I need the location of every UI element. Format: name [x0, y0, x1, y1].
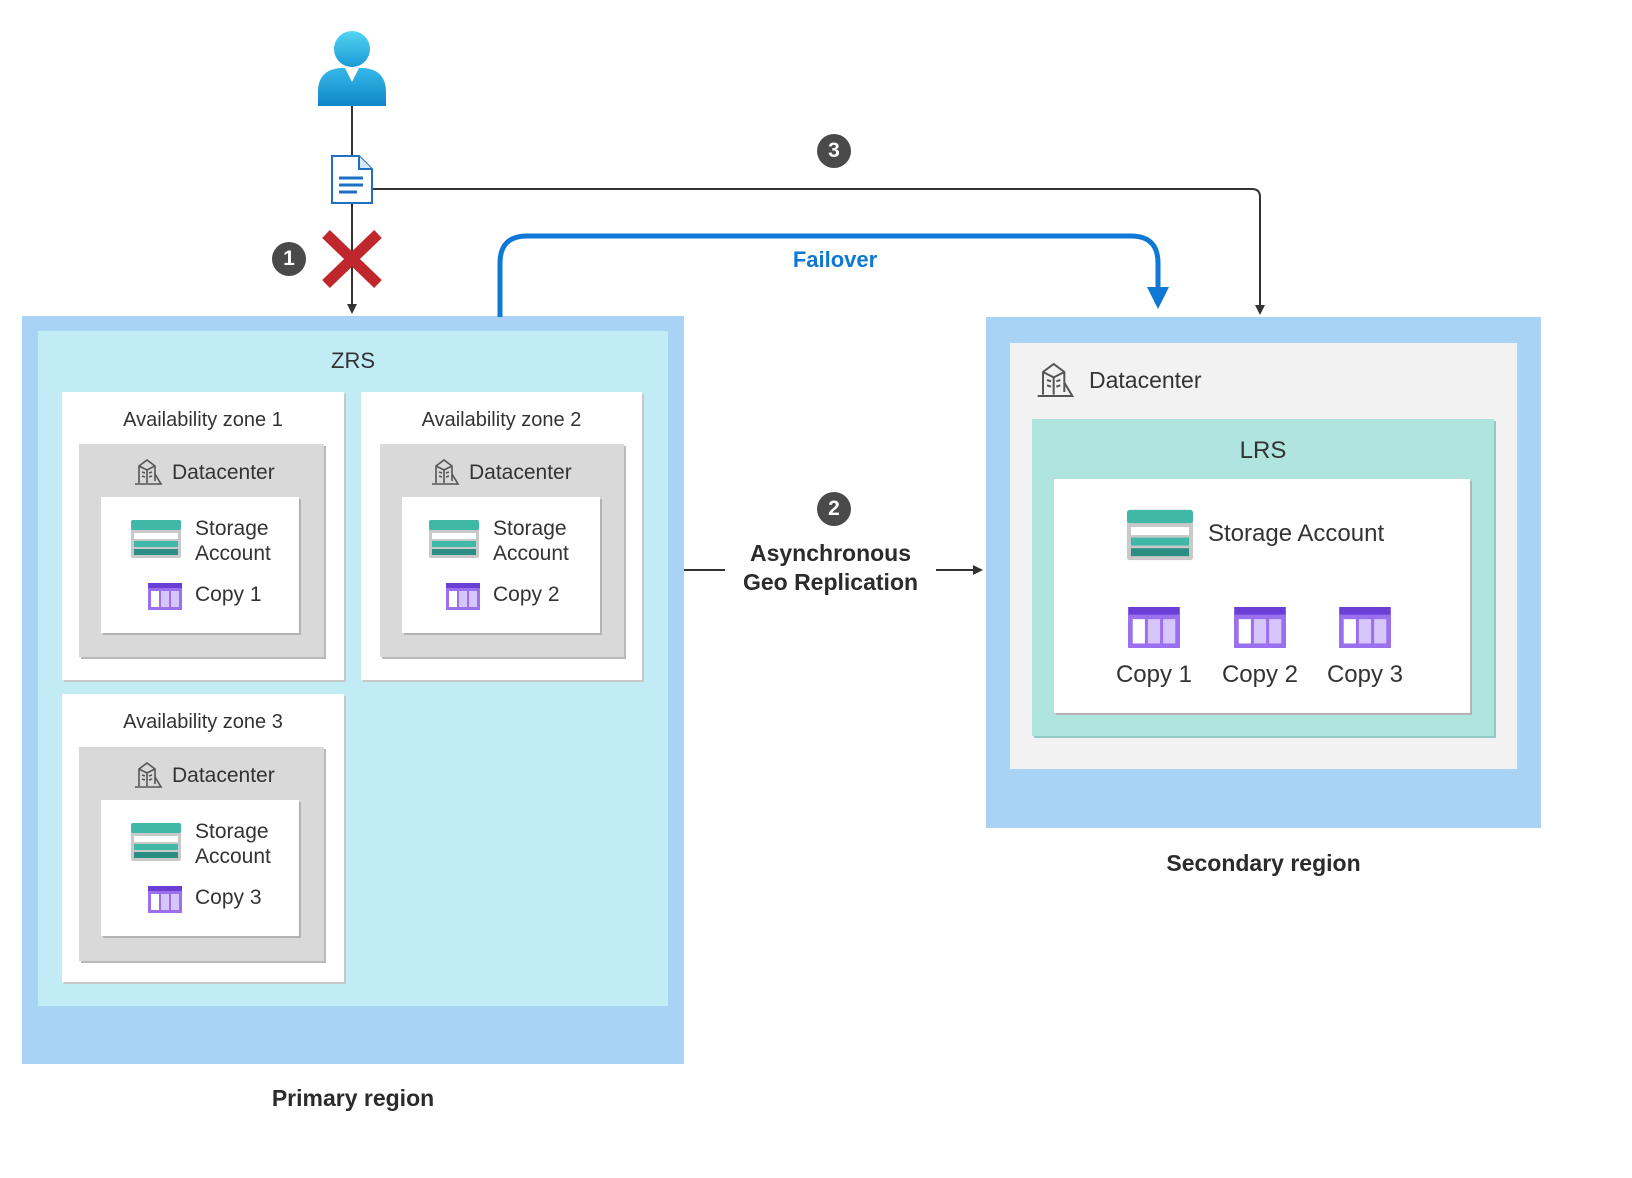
- zone-3-copy-label: Copy 3: [195, 886, 262, 909]
- zone-3-storage-card: [101, 800, 299, 936]
- datacenter-icon: [135, 762, 163, 788]
- zone-1-storage-label-1: Storage: [195, 517, 269, 540]
- secondary-region-label: Secondary region: [1166, 850, 1361, 876]
- zone-1-datacenter-label: Datacenter: [172, 461, 275, 484]
- zone-3-title: Availability zone 3: [123, 711, 283, 733]
- blob-copy-icon: [1128, 607, 1180, 648]
- zrs-label: ZRS: [331, 348, 375, 373]
- zone-2-copy-label: Copy 2: [493, 583, 560, 606]
- storage-account-icon: [429, 520, 479, 558]
- zone-3-datacenter-label: Datacenter: [172, 764, 275, 787]
- zone-2-storage-label-1: Storage: [493, 517, 567, 540]
- zone-2-datacenter-label: Datacenter: [469, 461, 572, 484]
- blob-copy-icon: [1339, 607, 1391, 648]
- document-icon: [331, 155, 373, 204]
- zone-2-title: Availability zone 2: [421, 409, 582, 431]
- datacenter-icon: [1037, 362, 1075, 397]
- storage-account-icon: [1127, 509, 1193, 561]
- failover-label: Failover: [792, 247, 878, 272]
- blob-copy-icon: [446, 583, 480, 610]
- zone-3-storage-label-1: Storage: [195, 820, 269, 843]
- secondary-datacenter-label: Datacenter: [1089, 367, 1202, 393]
- zone-1-title: Availability zone 1: [123, 409, 283, 431]
- lrs-label: LRS: [1239, 437, 1287, 464]
- blob-copy-icon: [1234, 607, 1286, 648]
- datacenter-icon: [432, 459, 460, 485]
- zone-1-copy-label: Copy 1: [195, 583, 262, 606]
- secondary-copy-1-label: Copy 1: [1115, 661, 1193, 688]
- blob-copy-icon: [148, 583, 182, 610]
- secondary-storage-label: Storage Account: [1208, 520, 1385, 547]
- blob-copy-icon: [148, 886, 182, 913]
- storage-account-icon: [131, 520, 181, 558]
- zone-1-storage-card: [101, 497, 299, 633]
- zone-2-storage-card: [402, 497, 600, 633]
- replication-label-line-2: Geo Replication: [742, 569, 919, 595]
- failover-arrow: [497, 233, 1169, 317]
- datacenter-icon: [135, 459, 163, 485]
- step-1-badge: 1: [272, 242, 306, 276]
- storage-account-icon: [131, 823, 181, 861]
- failure-x-icon: [322, 230, 382, 288]
- step-2-badge: 2: [817, 492, 851, 526]
- document-to-secondary-arrow: [372, 188, 1265, 315]
- replication-label-line-1: Asynchronous: [749, 540, 912, 566]
- user-icon: [318, 31, 386, 106]
- zone-2-storage-label-2: Account: [493, 542, 569, 565]
- step-3-badge: 3: [817, 134, 851, 168]
- secondary-storage-card: [1054, 479, 1470, 713]
- secondary-copy-2-label: Copy 2: [1221, 661, 1299, 688]
- zone-1-storage-label-2: Account: [195, 542, 271, 565]
- secondary-copy-3-label: Copy 3: [1326, 661, 1404, 688]
- zone-3-storage-label-2: Account: [195, 845, 271, 868]
- primary-region-label: Primary region: [271, 1085, 435, 1111]
